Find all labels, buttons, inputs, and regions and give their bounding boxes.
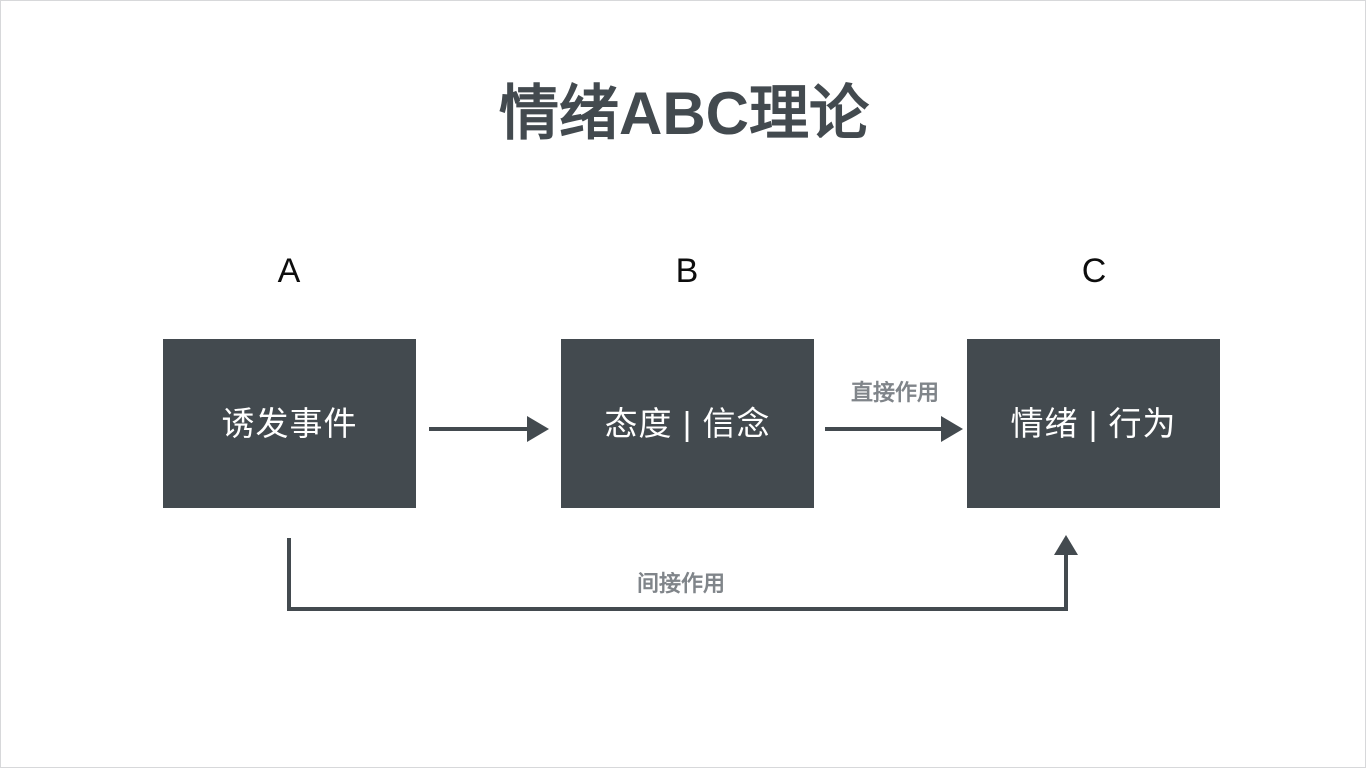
node-label-c: 情绪 | 行为 (1010, 404, 1177, 442)
node-box-b: 态度 | 信念 (561, 339, 814, 508)
node-box-a: 诱发事件 (163, 339, 416, 508)
arrow-head (527, 416, 549, 442)
arrow-b-to-c-icon (825, 416, 965, 442)
arrow-a-to-b-icon (429, 416, 551, 442)
edge-caption-indirect: 间接作用 (636, 571, 725, 596)
stage-letter-a: A (277, 252, 301, 290)
arrow-shaft (825, 427, 943, 431)
feedback-path-segment-right (1064, 553, 1068, 611)
edge-caption-direct: 直接作用 (850, 380, 939, 405)
stage-letter-c: C (1081, 252, 1107, 290)
stage-letter-b: B (675, 252, 699, 290)
feedback-arrow-head-icon (1054, 535, 1078, 555)
feedback-path-segment-bottom (287, 607, 1068, 611)
node-label-a: 诱发事件 (221, 404, 358, 442)
feedback-path-segment-left (287, 538, 291, 611)
arrow-shaft (429, 427, 529, 431)
page-title: 情绪ABC理论 (499, 80, 869, 147)
arrow-head (941, 416, 963, 442)
node-box-c: 情绪 | 行为 (967, 339, 1220, 508)
node-label-b: 态度 | 信念 (604, 404, 771, 442)
